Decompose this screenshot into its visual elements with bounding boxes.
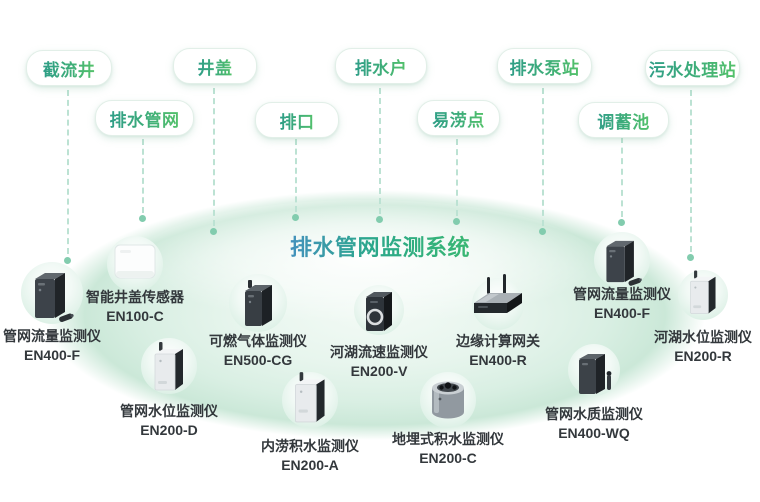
device-model: EN200-V	[350, 363, 408, 379]
device-model: EN200-A	[281, 457, 339, 473]
device-edge-gateway[interactable]: 边缘计算网关 EN400-R	[423, 270, 573, 390]
level-monitor-icon	[154, 342, 183, 391]
tag-drainage-household[interactable]: 排水户	[335, 48, 427, 84]
device-name: 智能井盖传感器	[86, 289, 184, 305]
tag-label: 截流井	[43, 56, 96, 81]
device-pipe-flow-monitor-right[interactable]: 管网流量监测仪 EN400-F	[547, 230, 697, 350]
tag-label: 污水处理站	[649, 56, 737, 81]
tag-label: 排口	[280, 108, 315, 133]
device-model: EN200-R	[674, 348, 732, 364]
device-buried-ponding-monitor[interactable]: 地埋式积水监测仪 EN200-C	[373, 372, 523, 492]
connector-line	[295, 139, 297, 212]
tag-label: 调蓄池	[597, 108, 650, 133]
connector-dot	[453, 218, 460, 225]
device-model: EN200-D	[140, 422, 198, 438]
connector-line	[456, 139, 458, 216]
tag-label: 易涝点	[432, 106, 485, 131]
device-name: 边缘计算网关	[456, 333, 540, 349]
connector-line	[621, 137, 623, 217]
device-model: EN400-R	[469, 352, 527, 368]
device-name: 管网流量监测仪	[573, 286, 671, 302]
device-pipe-flow-monitor-left[interactable]: 管网流量监测仪 EN400-F	[0, 258, 127, 378]
connector-dot	[687, 254, 694, 261]
device-name: 管网水位监测仪	[120, 403, 218, 419]
velocity-monitor-icon	[366, 292, 392, 331]
device-model: EN400-WQ	[558, 425, 630, 441]
connector-line	[213, 88, 215, 226]
water-quality-monitor-icon	[579, 354, 612, 394]
device-name: 可燃气体监测仪	[209, 333, 307, 349]
connector-dot	[210, 228, 217, 235]
device-model: EN400-F	[23, 347, 81, 363]
connector-line	[379, 88, 381, 214]
tag-label: 井盖	[198, 54, 233, 79]
tag-label: 排水管网	[110, 106, 180, 131]
connector-line	[542, 88, 544, 226]
gas-monitor-icon	[245, 280, 272, 326]
flow-monitor-icon	[606, 240, 643, 286]
diagram-title: 排水管网监测系统	[270, 230, 490, 262]
device-water-quality-monitor[interactable]: 管网水质监测仪 EN400-WQ	[519, 344, 669, 464]
connector-line	[67, 90, 69, 254]
device-name: 管网水质监测仪	[545, 406, 643, 422]
tag-label: 排水户	[355, 54, 408, 79]
manhole-sensor-icon	[114, 244, 156, 279]
tag-storage-tank[interactable]: 调蓄池	[578, 102, 669, 138]
tag-label: 排水泵站	[510, 54, 580, 79]
buried-monitor-icon	[432, 381, 464, 419]
connector-dot	[376, 216, 383, 223]
connector-line	[142, 139, 144, 213]
device-pipe-level-monitor[interactable]: 管网水位监测仪 EN200-D	[94, 336, 244, 456]
flow-monitor-icon	[35, 273, 74, 323]
device-waterlogging-monitor[interactable]: 内涝积水监测仪 EN200-A	[235, 368, 385, 488]
device-river-level-monitor[interactable]: 河湖水位监测仪 EN200-R	[628, 268, 760, 388]
tag-manhole-cover[interactable]: 井盖	[173, 48, 257, 84]
connector-dot	[292, 214, 299, 221]
connector-dot	[64, 257, 71, 264]
tag-drainage-network[interactable]: 排水管网	[95, 100, 194, 136]
device-name: 河湖水位监测仪	[654, 329, 752, 345]
tag-outlet[interactable]: 排口	[255, 102, 339, 138]
device-model: EN100-C	[106, 308, 164, 324]
river-level-monitor-icon	[690, 270, 716, 314]
tag-flood-prone-point[interactable]: 易涝点	[417, 100, 500, 136]
device-name: 地埋式积水监测仪	[392, 431, 504, 447]
tag-intercepting-well[interactable]: 截流井	[26, 50, 112, 86]
tag-pump-station[interactable]: 排水泵站	[497, 48, 592, 84]
device-velocity-monitor[interactable]: 河湖流速监测仪 EN200-V	[304, 283, 454, 403]
device-name: 河湖流速监测仪	[330, 344, 428, 360]
device-smart-manhole-sensor[interactable]: 智能井盖传感器 EN100-C	[60, 234, 210, 354]
gateway-icon	[474, 274, 522, 313]
device-gas-monitor[interactable]: 可燃气体监测仪 EN500-CG	[183, 272, 333, 392]
connector-line	[690, 90, 692, 252]
tag-sewage-plant[interactable]: 污水处理站	[645, 50, 740, 86]
device-model: EN400-F	[593, 305, 651, 321]
connector-dot	[618, 219, 625, 226]
connector-dot	[139, 215, 146, 222]
device-model: EN200-C	[419, 450, 477, 466]
device-model: EN500-CG	[223, 352, 293, 368]
connector-dot	[539, 228, 546, 235]
waterlogging-monitor-icon	[295, 372, 325, 423]
device-name: 管网流量监测仪	[3, 328, 101, 344]
device-name: 内涝积水监测仪	[261, 438, 359, 454]
